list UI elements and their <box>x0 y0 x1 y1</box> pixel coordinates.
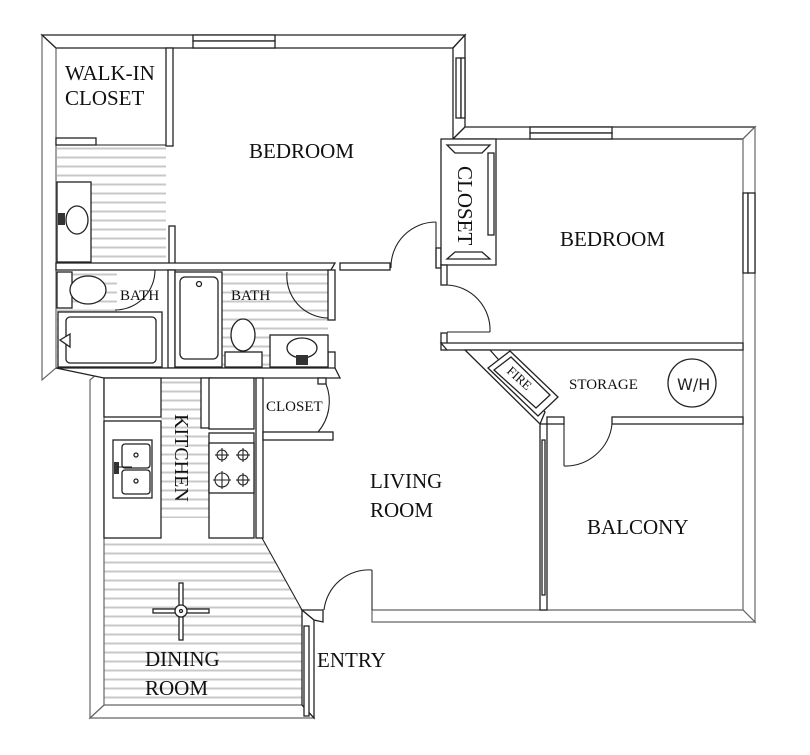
kitchen-label: KITCHEN <box>170 414 192 502</box>
fireplace <box>463 349 559 426</box>
sink-icon <box>269 334 329 368</box>
sink-icon <box>56 181 92 263</box>
walk-in-closet-label: WALK-IN <box>65 61 155 85</box>
toilet-icon <box>224 318 263 368</box>
bath-2-label: BATH <box>231 288 270 304</box>
balcony-label: BALCONY <box>587 515 689 539</box>
door-swings <box>114 221 613 611</box>
ceiling-fan-icon <box>152 582 210 641</box>
living-room-label: LIVING <box>370 469 442 493</box>
walk-in-closet-label-2: CLOSET <box>65 86 145 110</box>
water-heater-icon <box>667 358 717 408</box>
entry-label: ENTRY <box>317 648 386 672</box>
bathtub-icon <box>57 311 163 368</box>
bedroom-2-closet-label: CLOSET <box>453 166 477 246</box>
toilet-icon <box>56 271 107 309</box>
interior-walls <box>55 47 744 623</box>
water-heater-label: W/H <box>677 375 710 394</box>
bathtub-icon <box>174 271 223 368</box>
room-labels: WALK-IN CLOSET BEDROOM CLOSET BEDROOM BA… <box>65 61 710 700</box>
refrigerator <box>200 377 255 430</box>
bath-1-label: BATH <box>120 288 159 304</box>
exterior-walls <box>40 33 757 720</box>
living-room-label-2: ROOM <box>370 498 433 522</box>
storage-label: STORAGE <box>569 377 638 393</box>
bedroom-2-label: BEDROOM <box>560 227 665 251</box>
hall-closet-label: CLOSET <box>266 399 323 415</box>
bedroom-1-label: BEDROOM <box>249 139 354 163</box>
kitchen-counters <box>103 377 162 539</box>
dining-room-label: DINING <box>145 647 220 671</box>
stove-icon <box>208 432 255 539</box>
dining-room-label-2: ROOM <box>145 676 208 700</box>
